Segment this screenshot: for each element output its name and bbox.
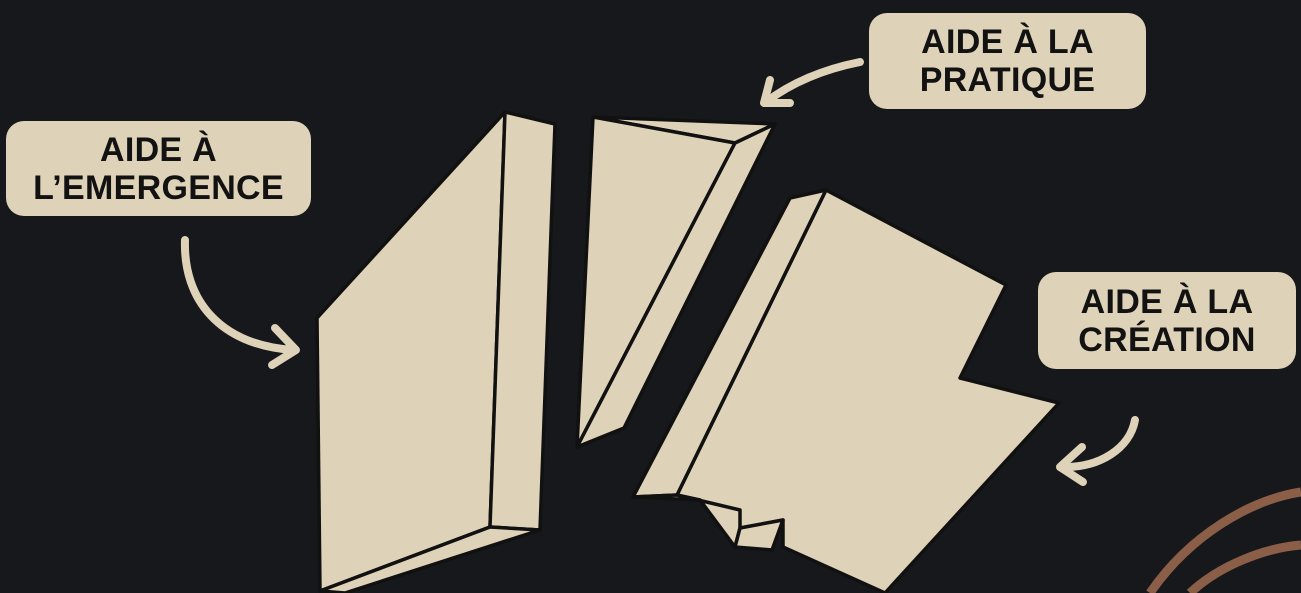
label-aide-emergence: AIDE À L’EMERGENCE <box>6 121 311 216</box>
block-left-face <box>317 112 505 591</box>
inner-arc <box>1190 545 1301 593</box>
curved-arrow-icon <box>185 240 296 365</box>
outer-arc <box>1150 492 1301 593</box>
label-line: AIDE À LA <box>921 23 1094 61</box>
label-line: AIDE À LA <box>1081 283 1254 321</box>
block-left <box>317 112 555 593</box>
label-line: AIDE À <box>100 131 217 169</box>
label-line: L’EMERGENCE <box>33 169 284 207</box>
label-line: CRÉATION <box>1078 321 1255 359</box>
label-aide-pratique: AIDE À LA PRATIQUE <box>869 13 1146 109</box>
decorative-arcs <box>1150 492 1301 593</box>
label-line: PRATIQUE <box>920 61 1096 99</box>
curved-arrow-icon <box>764 62 860 103</box>
curved-arrow-icon <box>1060 420 1135 482</box>
label-aide-creation: AIDE À LA CRÉATION <box>1038 272 1296 369</box>
